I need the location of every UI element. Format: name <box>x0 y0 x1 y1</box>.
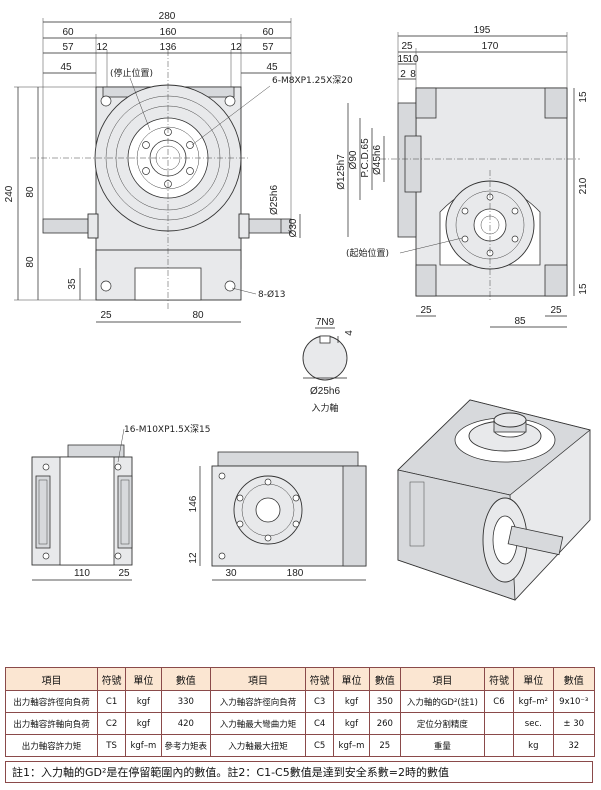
svg-text:57: 57 <box>262 42 274 53</box>
svg-text:210: 210 <box>578 177 589 194</box>
svg-text:25: 25 <box>401 41 413 52</box>
svg-text:57: 57 <box>62 42 74 53</box>
front-view: 280 60 160 60 57 12 136 12 57 45 45 (停止位… <box>4 11 353 323</box>
svg-text:146: 146 <box>188 495 199 512</box>
tapped-hole <box>142 167 150 175</box>
svg-text:12: 12 <box>96 42 108 53</box>
mounting-hole <box>100 95 112 107</box>
side-view: 195 25 170 15 10 2 8 Ø125h7 Ø90 P.C.D.65… <box>336 25 589 328</box>
svg-text:Ø45h6: Ø45h6 <box>372 145 383 175</box>
svg-text:45: 45 <box>60 62 72 73</box>
svg-text:25: 25 <box>550 305 562 316</box>
svg-text:2: 2 <box>400 69 406 80</box>
svg-text:Ø25h6: Ø25h6 <box>310 386 340 397</box>
svg-text:Ø125h7: Ø125h7 <box>336 154 347 190</box>
hole-callout: 8-Ø13 <box>258 289 286 300</box>
bottom-tap-callout: 16-M10XP1.5X深15 <box>124 424 210 435</box>
mounting-hole <box>224 280 236 292</box>
rear-view: 146 12 30 180 <box>188 451 367 581</box>
svg-text:35: 35 <box>67 278 78 290</box>
svg-text:45: 45 <box>266 62 278 73</box>
technical-drawing: 280 60 160 60 57 12 136 12 57 45 45 (停止位… <box>4 11 591 601</box>
mounting-hole <box>224 95 236 107</box>
svg-text:15: 15 <box>397 54 409 65</box>
svg-text:180: 180 <box>287 568 304 579</box>
tapped-hole <box>186 141 194 149</box>
isometric-view <box>397 399 591 601</box>
svg-text:4: 4 <box>344 330 355 336</box>
svg-text:80: 80 <box>25 186 36 198</box>
svg-text:8: 8 <box>410 69 416 80</box>
svg-text:P.C.D.65: P.C.D.65 <box>360 138 371 178</box>
svg-text:10: 10 <box>407 54 419 65</box>
svg-text:Ø25h6: Ø25h6 <box>269 185 280 215</box>
svg-text:15: 15 <box>578 91 589 103</box>
mounting-hole <box>100 280 112 292</box>
spec-header-row: 項目 符號 單位 數值 項目 符號 單位 數值 項目 符號 單位 數值 <box>5 667 595 691</box>
svg-text:195: 195 <box>474 25 491 36</box>
svg-text:30: 30 <box>225 568 237 579</box>
svg-text:Ø90: Ø90 <box>348 150 359 169</box>
dim-overall-width: 280 <box>159 11 176 22</box>
svg-text:60: 60 <box>262 27 274 38</box>
svg-text:136: 136 <box>160 42 177 53</box>
svg-text:60: 60 <box>62 27 74 38</box>
svg-text:15: 15 <box>578 283 589 295</box>
stop-position-label: (停止位置) <box>110 67 153 79</box>
iso-input-shaft <box>507 525 564 556</box>
svg-text:Ø30: Ø30 <box>288 218 299 237</box>
shaft-caption: 入力軸 <box>311 402 338 414</box>
keyway <box>319 335 331 344</box>
spec-table: 項目 符號 單位 數值 項目 符號 單位 數值 項目 符號 單位 數值 出力軸容… <box>5 667 595 757</box>
tapped-hole <box>186 167 194 175</box>
svg-text:25: 25 <box>118 568 130 579</box>
svg-text:80: 80 <box>192 310 204 321</box>
svg-text:25: 25 <box>100 310 112 321</box>
svg-text:240: 240 <box>4 185 15 202</box>
tap-callout: 6-M8XP1.25X深20 <box>272 75 353 86</box>
input-shaft-detail: 7N9 4 Ø25h6 入力軸 <box>302 317 355 414</box>
svg-text:85: 85 <box>514 316 526 327</box>
start-position-label: (起始位置) <box>346 247 389 259</box>
bottom-view: 16-M10XP1.5X深15 110 25 <box>31 424 210 581</box>
tapped-hole <box>142 141 150 149</box>
spec-note: 註1：入力軸的GD²是在停留範圍內的數值。註2：C1-C5數值是達到安全系數=2… <box>5 761 593 783</box>
svg-text:160: 160 <box>160 27 177 38</box>
svg-text:25: 25 <box>420 305 432 316</box>
svg-text:12: 12 <box>188 552 199 564</box>
svg-text:110: 110 <box>74 568 90 579</box>
svg-text:12: 12 <box>230 42 242 53</box>
svg-text:80: 80 <box>25 256 36 268</box>
svg-text:170: 170 <box>482 41 499 52</box>
svg-text:7N9: 7N9 <box>316 317 335 328</box>
